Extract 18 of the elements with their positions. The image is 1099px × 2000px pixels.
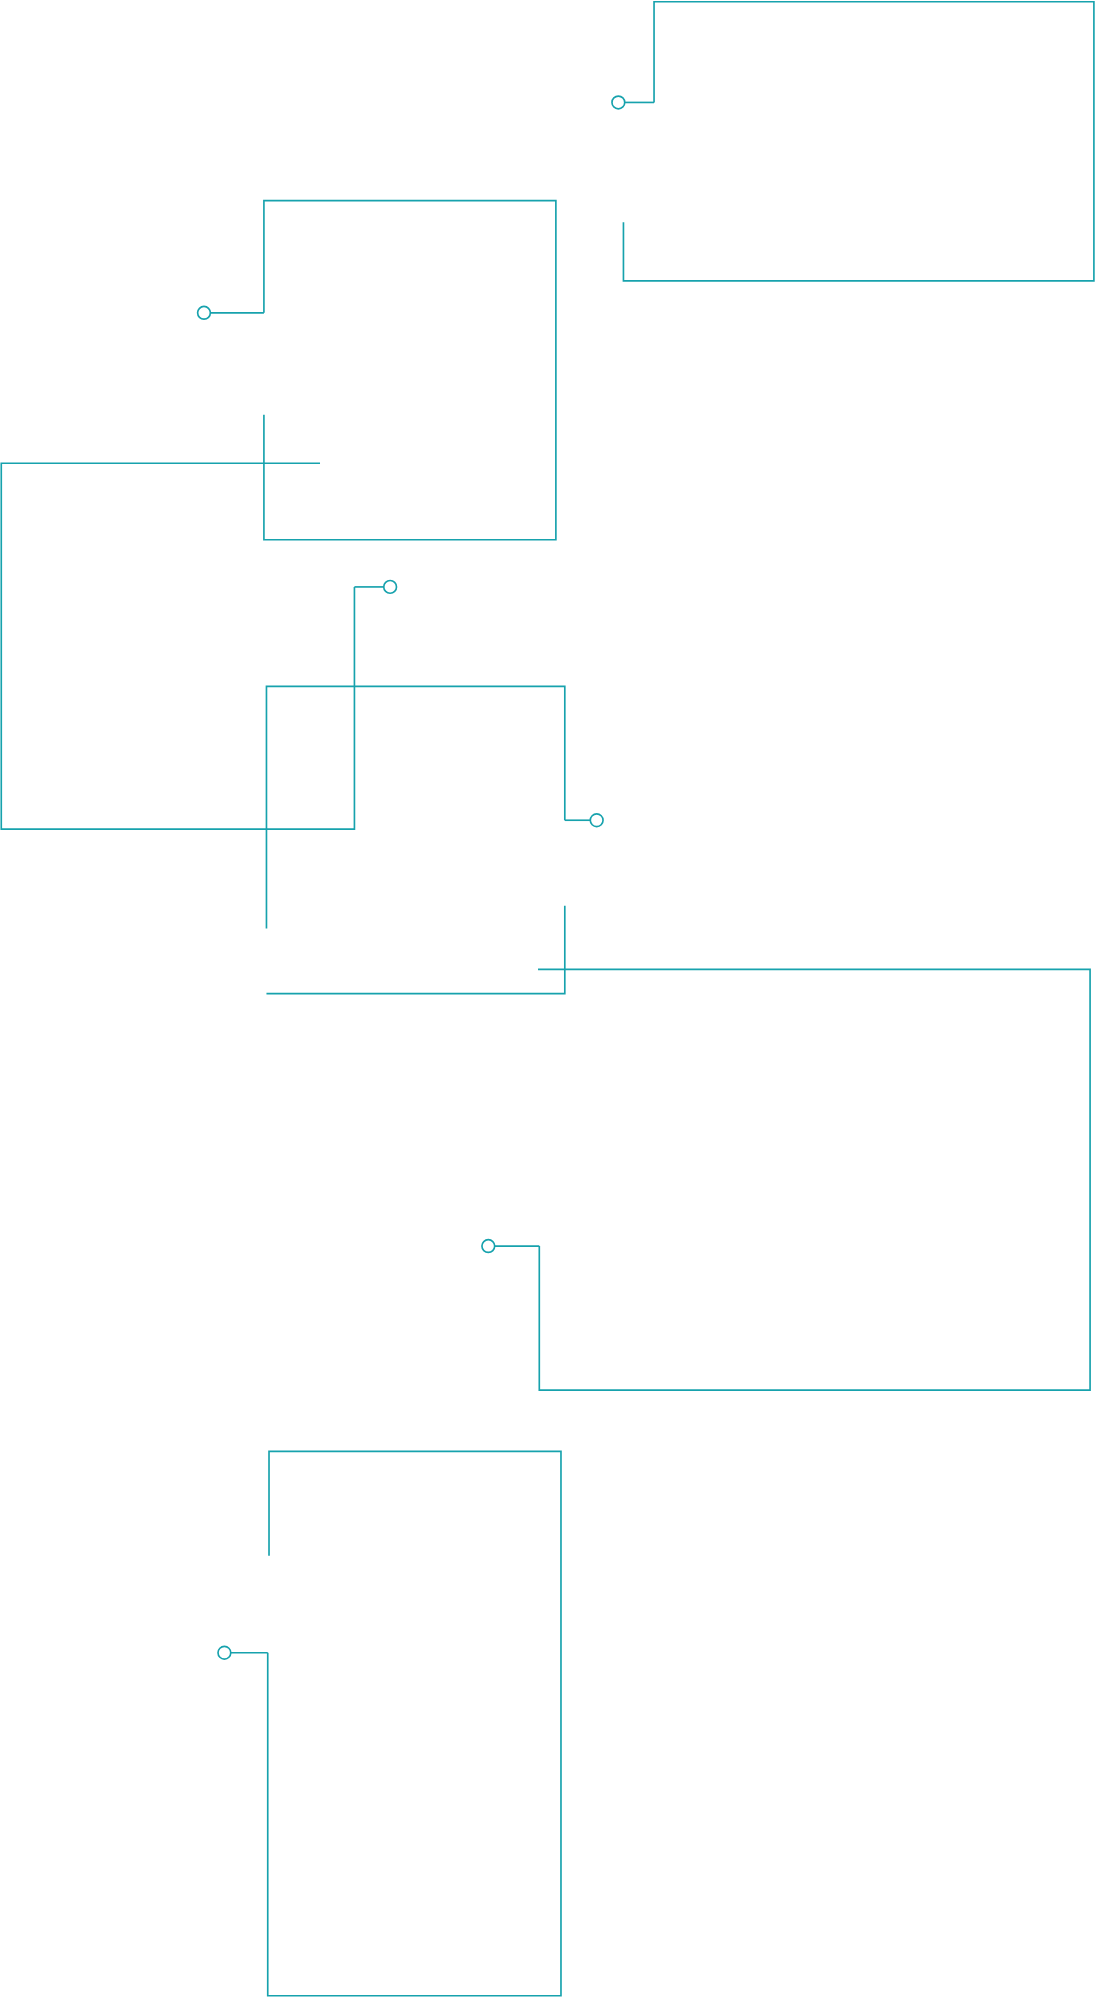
line-frame [537,968,1091,1391]
line-frame [263,199,557,541]
circle-marker [217,1645,232,1660]
connector-line [229,1651,269,1654]
connector-line [209,312,265,314]
line-frame [622,0,1095,282]
circle-marker [481,1238,496,1254]
circle-marker [589,813,604,828]
connector-line [493,1245,541,1247]
line-frame [0,462,356,830]
line-frame [265,685,566,995]
circle-marker [196,305,212,320]
circle-marker [382,579,398,595]
line-frame [266,1450,562,1997]
connector-line [563,819,592,822]
connector-line [353,586,385,588]
connector-line [623,101,655,104]
circle-marker [611,95,626,110]
